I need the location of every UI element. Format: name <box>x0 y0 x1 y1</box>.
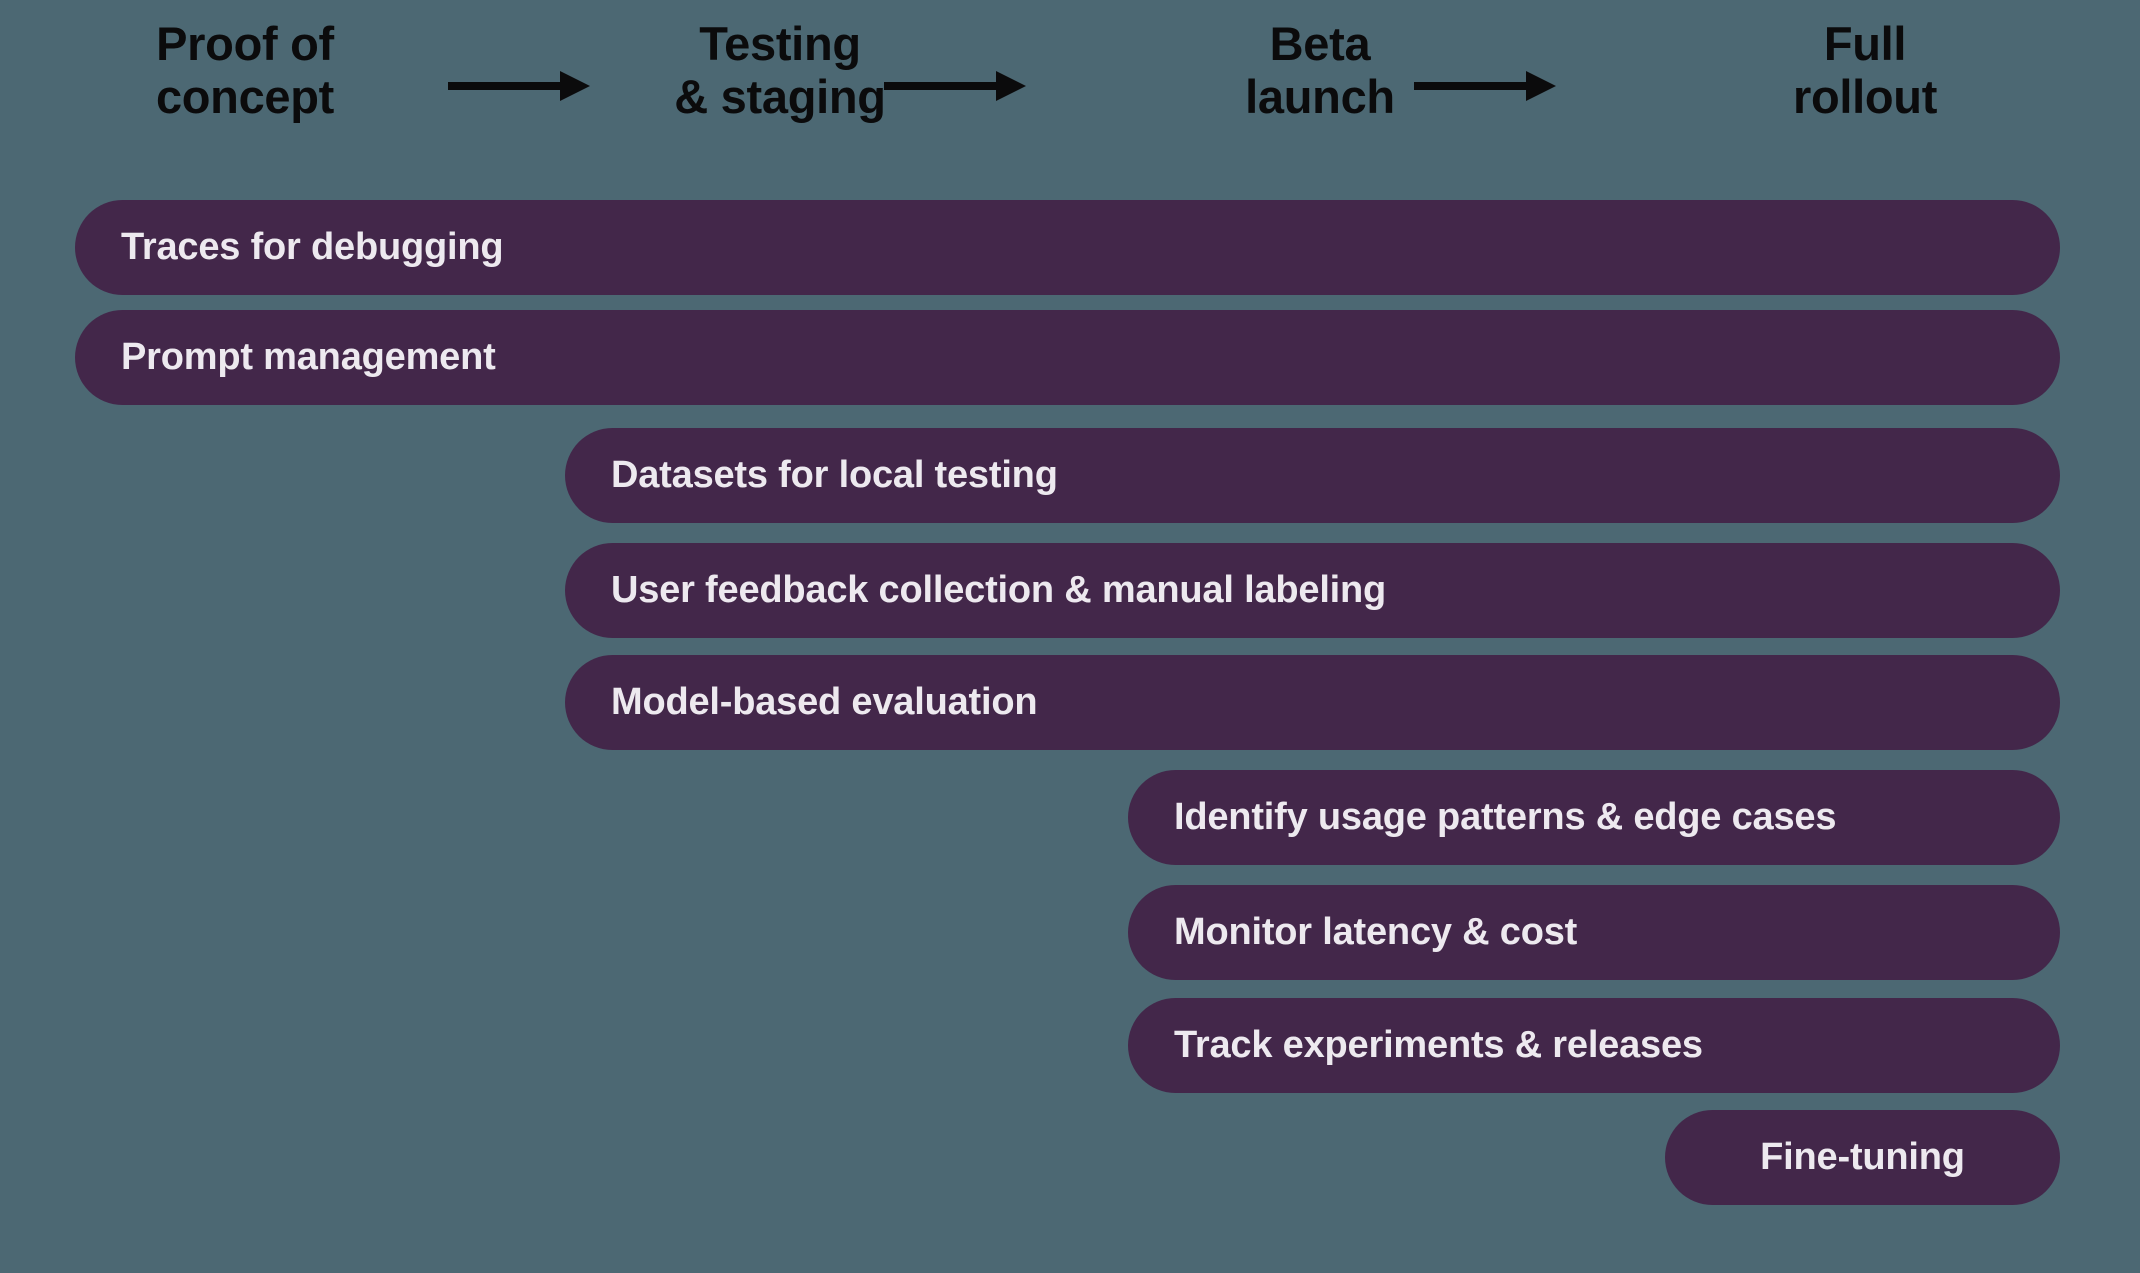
phase-label-4: Full rollout <box>1792 17 1938 123</box>
capability-label: User feedback collection & manual labeli… <box>611 569 1387 611</box>
capability-bar[interactable]: Datasets for local testing <box>565 428 2060 523</box>
arrow-shaft <box>1414 82 1530 90</box>
capability-label: Model-based evaluation <box>611 681 1038 723</box>
phase-label-2: Testing & staging <box>674 17 886 123</box>
arrow-shaft <box>884 82 1000 90</box>
capability-bar[interactable]: Model-based evaluation <box>565 655 2060 750</box>
arrow-shaft <box>448 82 564 90</box>
capability-bar[interactable]: Traces for debugging <box>75 200 2060 295</box>
arrow-testing-to-beta-icon <box>884 71 1026 101</box>
capability-label: Identify usage patterns & edge cases <box>1174 796 1837 838</box>
capability-bar[interactable]: User feedback collection & manual labeli… <box>565 543 2060 638</box>
arrow-beta-to-rollout-icon <box>1414 71 1556 101</box>
capability-label: Monitor latency & cost <box>1174 911 1578 953</box>
phase-label-1: Proof of concept <box>155 17 335 123</box>
arrow-poc-to-testing-icon <box>448 71 590 101</box>
capability-bar[interactable]: Identify usage patterns & edge cases <box>1128 770 2060 865</box>
capability-bar[interactable]: Fine-tuning <box>1665 1110 2060 1205</box>
capability-bar[interactable]: Track experiments & releases <box>1128 998 2060 1093</box>
capability-bar[interactable]: Monitor latency & cost <box>1128 885 2060 980</box>
arrow-head <box>996 71 1026 101</box>
capability-label: Prompt management <box>121 336 496 378</box>
capability-label: Track experiments & releases <box>1174 1024 1703 1066</box>
capability-label: Traces for debugging <box>121 226 504 268</box>
arrow-head <box>560 71 590 101</box>
phase-label-3: Beta launch <box>1245 17 1395 123</box>
arrow-head <box>1526 71 1556 101</box>
capability-label: Datasets for local testing <box>611 454 1058 496</box>
capability-label: Fine-tuning <box>1760 1136 1965 1178</box>
capability-bar[interactable]: Prompt management <box>75 310 2060 405</box>
